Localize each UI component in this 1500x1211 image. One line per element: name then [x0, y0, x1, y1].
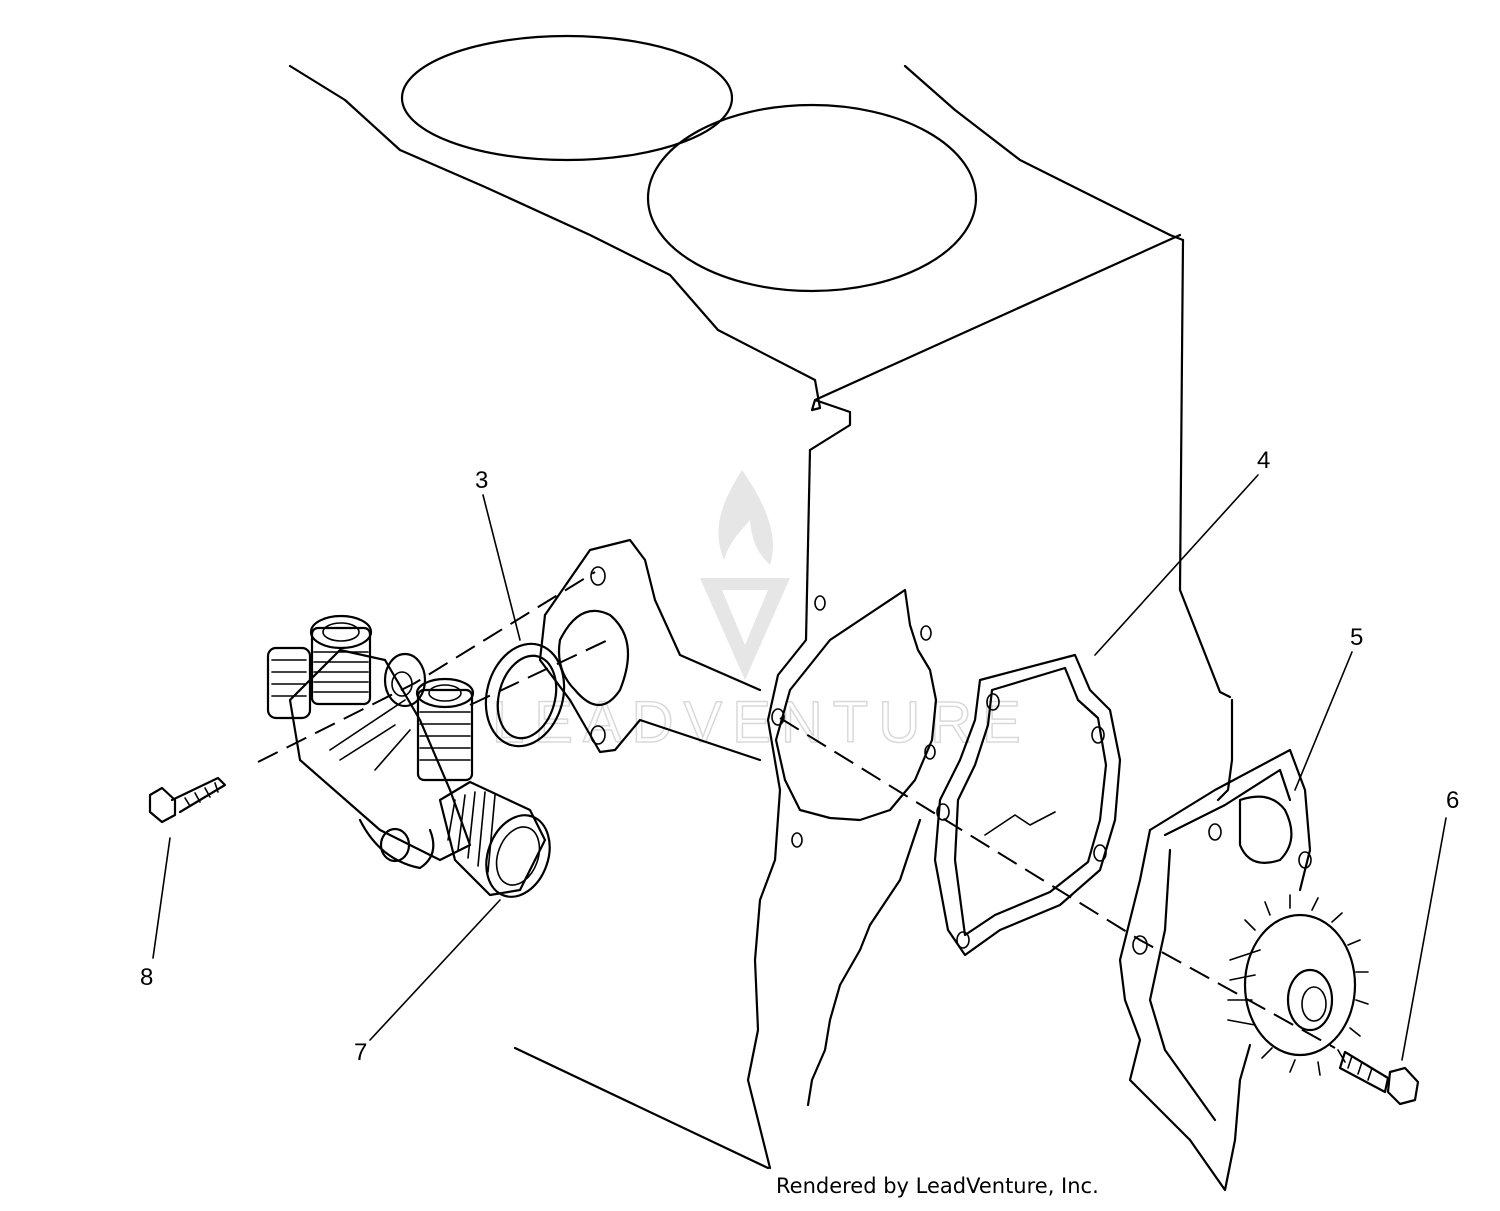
watermark-text: LEADVENTURE [492, 690, 1031, 755]
block-front-face [771, 588, 938, 848]
callout-4: 4 [1257, 447, 1270, 474]
pump-drive-gear [1227, 894, 1369, 1076]
callout-5: 5 [1350, 624, 1363, 651]
part-3-seal-ring [484, 642, 566, 748]
render-credit: Rendered by LeadVenture, Inc. [776, 1174, 1099, 1198]
thermostat-housing-flange [538, 538, 762, 762]
assembly-axis-lines [257, 571, 1336, 1049]
part-5-water-pump [1118, 748, 1369, 1192]
callout-8: 8 [140, 964, 153, 991]
part-7-thermostat-housing [266, 614, 551, 898]
leadventure-watermark-logo: LEADVENTURE [491, 470, 1031, 756]
part-8-bolt [148, 776, 227, 824]
callout-3: 3 [475, 467, 488, 494]
callout-6: 6 [1446, 787, 1459, 814]
part-6-bolt [1338, 1050, 1420, 1106]
cylinder-bore-front [646, 103, 978, 293]
part-4-pump-gasket [933, 653, 1122, 957]
callout-leader-lines [152, 474, 1447, 1061]
engine-block [288, 34, 1234, 1170]
cylinder-bore-rear [400, 34, 734, 162]
callout-7: 7 [354, 1039, 367, 1066]
